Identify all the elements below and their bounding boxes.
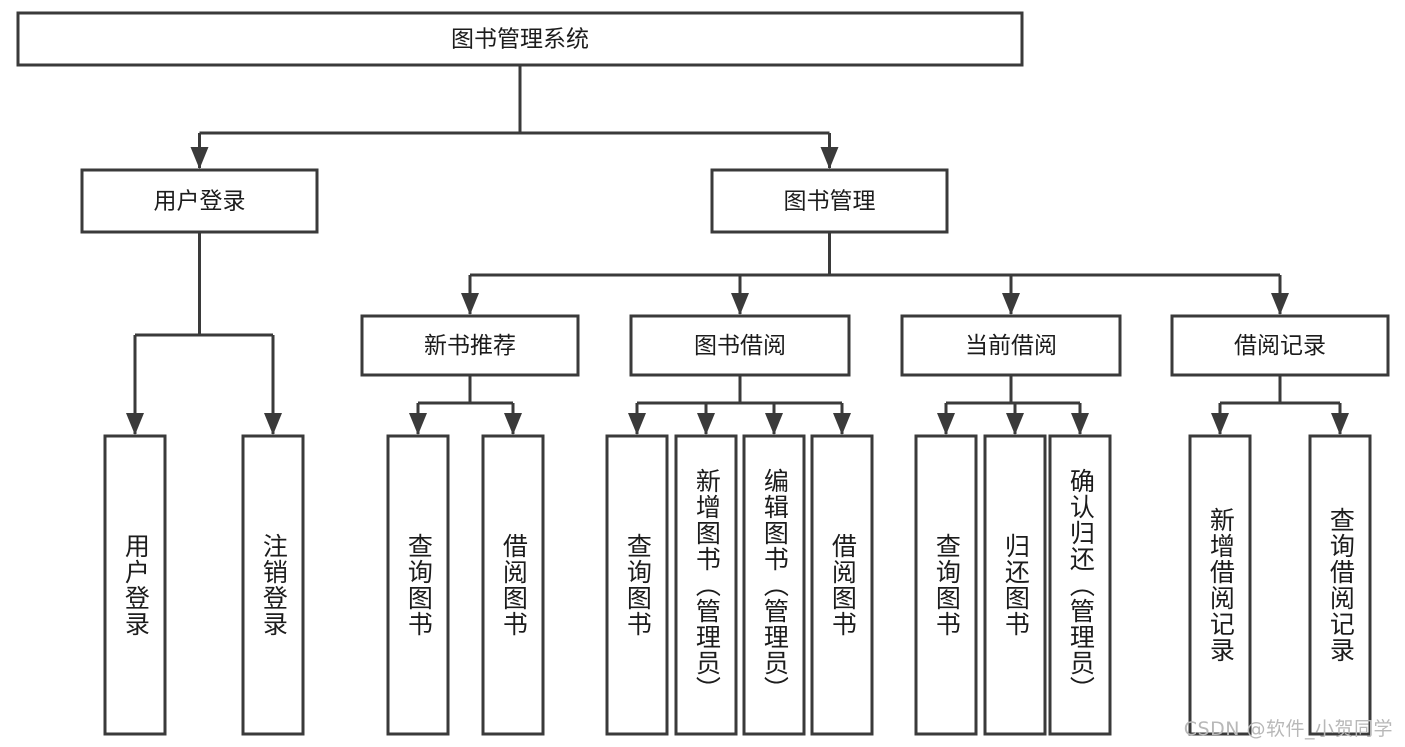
node-label-root: 图书管理系统 — [451, 27, 589, 53]
node-label-current: 当前借阅 — [965, 333, 1057, 359]
node-box-current[interactable] — [900, 314, 1122, 377]
node-box-borrow[interactable] — [629, 314, 851, 377]
node-box-root[interactable] — [16, 11, 1024, 67]
node-box-record[interactable] — [1170, 314, 1390, 377]
arrow-icon-leaf-logout — [264, 413, 282, 435]
node-box-leaf-borrow-book-new[interactable] — [481, 434, 545, 736]
arrow-icon-leaf-query-record — [1331, 413, 1349, 435]
node-box-leaf-add-book[interactable] — [674, 434, 738, 736]
node-box-leaf-query-book-new[interactable] — [386, 434, 450, 736]
node-box-leaf-add-record[interactable] — [1188, 434, 1252, 736]
arrow-icon-leaf-borrow-book-new — [504, 413, 522, 435]
arrow-icon-login — [190, 147, 209, 169]
node-label-bookmgmt: 图书管理 — [784, 189, 876, 215]
arrow-icon-leaf-add-record — [1211, 413, 1229, 435]
node-label-borrow: 图书借阅 — [694, 333, 786, 359]
node-box-leaf-logout[interactable] — [241, 434, 305, 736]
connector-layer — [126, 65, 1349, 435]
arrow-icon-leaf-return-book — [1006, 413, 1024, 435]
arrow-icon-bookmgmt — [820, 147, 839, 169]
node-box-bookmgmt[interactable] — [710, 168, 949, 234]
arrow-icon-borrow — [731, 293, 749, 315]
arrow-icon-leaf-confirm-return — [1071, 413, 1089, 435]
node-box-leaf-query-record[interactable] — [1308, 434, 1372, 736]
node-box-login[interactable] — [80, 168, 319, 234]
node-box-leaf-query-book-cur[interactable] — [914, 434, 978, 736]
node-label-newbook: 新书推荐 — [424, 333, 516, 359]
node-box-leaf-confirm-return[interactable] — [1048, 434, 1112, 736]
node-box-leaf-borrow-book[interactable] — [810, 434, 874, 736]
node-box-leaf-edit-book[interactable] — [742, 434, 806, 736]
node-box-leaf-return-book[interactable] — [983, 434, 1047, 736]
arrow-icon-leaf-borrow-book — [833, 413, 851, 435]
node-box-leaf-query-book[interactable] — [605, 434, 669, 736]
node-box-leaf-user-login[interactable] — [103, 434, 167, 736]
arrow-icon-leaf-edit-book — [765, 413, 783, 435]
arrow-icon-leaf-user-login — [126, 413, 144, 435]
arrow-icon-current — [1002, 293, 1020, 315]
arrow-icon-leaf-query-book-cur — [937, 413, 955, 435]
arrow-icon-newbook — [461, 293, 479, 315]
arrow-icon-leaf-add-book — [697, 413, 715, 435]
arrow-icon-leaf-query-book-new — [409, 413, 427, 435]
node-box-newbook[interactable] — [360, 314, 580, 377]
arrow-icon-leaf-query-book — [628, 413, 646, 435]
node-box-layer — [16, 11, 1390, 736]
node-label-login: 用户登录 — [154, 189, 246, 215]
watermark-text: CSDN @软件_小贺同学 — [1183, 718, 1393, 740]
arrow-icon-record — [1271, 293, 1289, 315]
node-label-record: 借阅记录 — [1234, 333, 1326, 359]
